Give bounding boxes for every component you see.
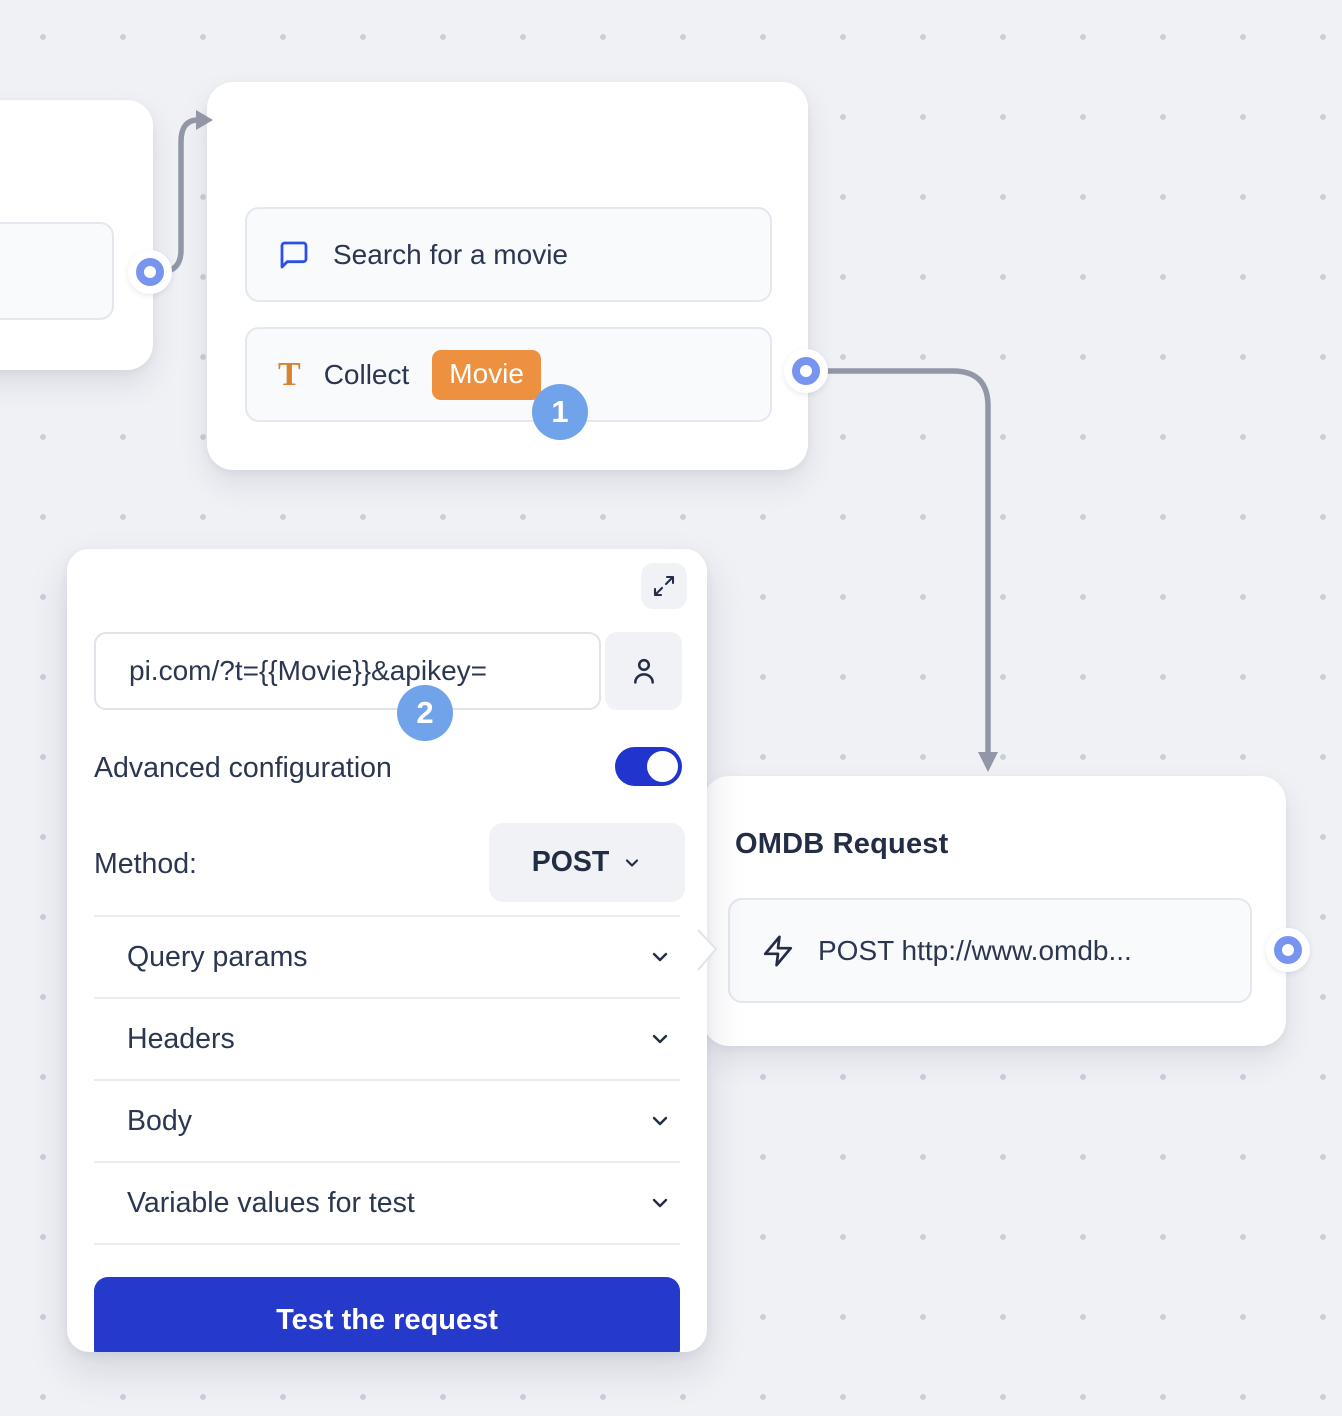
omdb-request-node[interactable]: OMDB Request POST http://www.omdb... xyxy=(703,776,1286,1046)
section-headers[interactable]: Headers xyxy=(94,999,680,1081)
advanced-configuration-toggle[interactable] xyxy=(615,747,682,786)
omdb-output-port[interactable] xyxy=(1266,928,1310,972)
advanced-configuration-label: Advanced configuration xyxy=(94,752,392,785)
expand-icon[interactable] xyxy=(641,563,687,609)
webhook-config-panel[interactable]: 2 Advanced configuration Method: POST Qu… xyxy=(67,549,707,1352)
chevron-down-icon xyxy=(648,1027,672,1051)
chevron-down-icon xyxy=(648,1191,672,1215)
text-input-icon: T xyxy=(278,358,301,392)
chevron-down-icon xyxy=(622,853,642,873)
chat-bubble-icon xyxy=(278,239,310,271)
section-query-params[interactable]: Query params xyxy=(94,917,680,999)
url-input[interactable] xyxy=(94,632,601,710)
step-badge-2: 2 xyxy=(397,685,453,741)
method-label: Method: xyxy=(94,848,197,881)
method-value: POST xyxy=(532,846,610,879)
previous-node-card[interactable] xyxy=(0,100,153,370)
collect-block-label: Collect xyxy=(324,359,410,391)
omdb-input-notch xyxy=(692,926,724,974)
movie-search-node[interactable]: Movie search Search for a movie T Collec… xyxy=(207,82,808,470)
node-title: OMDB Request xyxy=(735,828,948,861)
webhook-block[interactable]: POST http://www.omdb... xyxy=(728,898,1252,1003)
method-select[interactable]: POST xyxy=(489,823,685,902)
section-variable-values[interactable]: Variable values for test xyxy=(94,1163,680,1245)
test-request-button[interactable]: Test the request xyxy=(94,1277,680,1352)
webhook-block-label: POST http://www.omdb... xyxy=(818,935,1132,967)
message-block[interactable]: Search for a movie xyxy=(245,207,772,302)
chevron-down-icon xyxy=(648,1109,672,1133)
lightning-icon xyxy=(761,934,795,968)
person-icon[interactable] xyxy=(605,632,682,710)
section-body[interactable]: Body xyxy=(94,1081,680,1163)
message-block-label: Search for a movie xyxy=(333,239,568,271)
collect-output-port[interactable] xyxy=(784,349,828,393)
chevron-down-icon xyxy=(648,945,672,969)
previous-node-block[interactable] xyxy=(0,222,114,320)
collect-block[interactable]: T Collect Movie xyxy=(245,327,772,422)
variable-badge[interactable]: Movie xyxy=(432,350,541,400)
step-badge-1: 1 xyxy=(532,384,588,440)
previous-node-output-port[interactable] xyxy=(128,250,172,294)
